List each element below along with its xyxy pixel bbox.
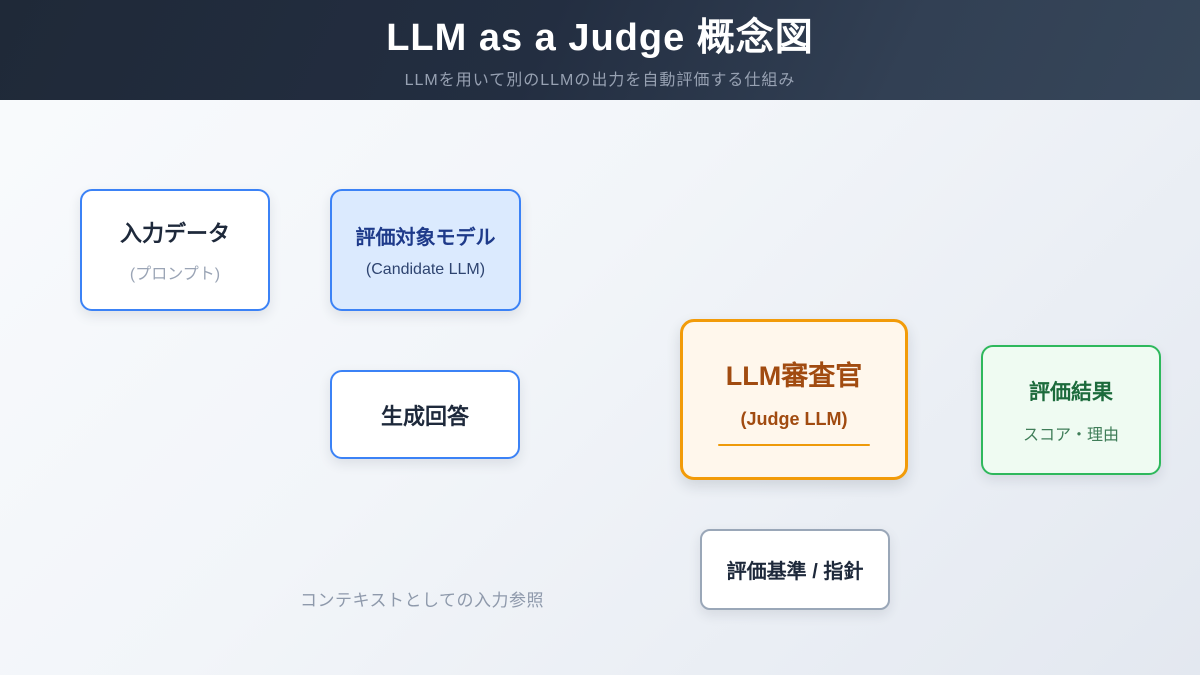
- node-judge-llm: LLM審査官 (Judge LLM): [680, 319, 908, 480]
- evaluation-criteria-title: 評価基準 / 指針: [726, 561, 864, 583]
- page-subtitle: LLMを用いて別のLLMの出力を自動評価する仕組み: [404, 72, 796, 90]
- context-reference-note: コンテキストとしての入力参照: [300, 591, 544, 610]
- node-input-data: 入力データ (プロンプト): [80, 189, 270, 311]
- node-evaluation-criteria: 評価基準 / 指針: [700, 529, 890, 610]
- evaluation-result-subtitle: スコア・理由: [1022, 426, 1119, 444]
- judge-underline-rule: [718, 443, 870, 446]
- page-title: LLM as a Judge 概念図: [386, 16, 814, 59]
- input-data-title: 入力データ: [119, 221, 230, 246]
- generated-answer-title: 生成回答: [380, 403, 469, 429]
- candidate-model-title: 評価対象モデル: [355, 227, 496, 249]
- evaluation-result-title: 評価結果: [1029, 380, 1113, 404]
- node-evaluation-result: 評価結果 スコア・理由: [981, 345, 1161, 475]
- node-candidate-model: 評価対象モデル (Candidate LLM): [330, 189, 521, 311]
- judge-subtitle: (Judge LLM): [740, 408, 848, 429]
- node-generated-answer: 生成回答: [330, 370, 520, 459]
- judge-title: LLM審査官: [725, 360, 863, 391]
- input-data-subtitle: (プロンプト): [129, 266, 221, 283]
- candidate-model-subtitle: (Candidate LLM): [365, 261, 486, 278]
- diagram-header: LLM as a Judge 概念図 LLMを用いて別のLLMの出力を自動評価す…: [0, 0, 1200, 100]
